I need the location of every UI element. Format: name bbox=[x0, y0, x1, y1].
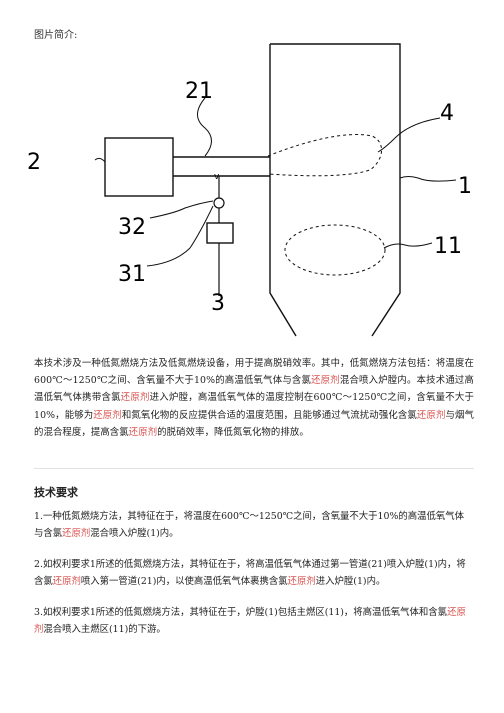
text-run: 进入炉膛，高温低氧气体的温度控制在600℃～1250℃之间，含氧量不大于10%，… bbox=[34, 392, 474, 421]
text-run: 进入炉膛(1)内。 bbox=[315, 576, 386, 587]
text-run: 1.一种低氮燃烧方法，其特征在于，将温度在600℃～1250℃之间，含氧量不大于… bbox=[34, 511, 465, 539]
section-divider bbox=[34, 468, 474, 469]
text-run: 与烟气的混合程度，提高含氯 bbox=[34, 409, 474, 438]
abstract-paragraph: 本技术涉及一种低氮燃烧方法及低氮燃烧设备，用于提高脱硝效率。其中，低氮燃烧方法包… bbox=[34, 355, 474, 441]
text-run: 2.如权利要求1所述的低氮燃烧方法，其特征在于，将高温低氧气体通过第一管道(21… bbox=[34, 559, 466, 587]
text-run: 的脱硝效率，降低氮氧化物的排放。 bbox=[157, 426, 309, 438]
reductant-term: 还原剂 bbox=[52, 576, 81, 587]
claim-1: 1.一种低氮燃烧方法，其特征在于，将温度在600℃～1250℃之间，含氧量不大于… bbox=[34, 508, 466, 542]
label-4: 4 bbox=[440, 101, 454, 126]
box-2 bbox=[104, 137, 174, 197]
reductant-term: 还原剂 bbox=[62, 528, 91, 539]
label-31: 31 bbox=[118, 262, 146, 287]
label-1: 1 bbox=[458, 174, 472, 199]
reductant-term: 还原剂 bbox=[93, 409, 122, 421]
claim-2: 2.如权利要求1所述的低氮燃烧方法，其特征在于，将高温低氧气体通过第一管道(21… bbox=[34, 556, 466, 590]
furnace-outline bbox=[269, 43, 401, 337]
reductant-term: 还原剂 bbox=[311, 375, 340, 387]
label-3: 3 bbox=[211, 291, 225, 316]
pump-32 bbox=[213, 197, 225, 209]
label-32: 32 bbox=[118, 215, 146, 240]
text-run: 和氮氧化物的反应提供合适的温度范围，且能够通过气流扰动强化含氯 bbox=[121, 409, 417, 421]
region-11 bbox=[284, 224, 386, 276]
svg-text:v: v bbox=[214, 172, 220, 182]
patent-figure: v 21 4 2 1 32 11 31 3 bbox=[27, 43, 472, 337]
text-run: 喷入第一管道(21)内，以使高温低氧气体裹携含氯 bbox=[80, 576, 288, 587]
claims-title: 技术要求 bbox=[34, 486, 78, 499]
label-11: 11 bbox=[434, 234, 462, 259]
text-run: 混合喷入炉膛内。本技术通过高温低氧气体携带含氯 bbox=[34, 375, 474, 404]
intro-label: 图片简介: bbox=[34, 30, 78, 41]
reductant-term: 还原剂 bbox=[416, 409, 446, 421]
text-run: 混合喷入炉膛(1)内。 bbox=[90, 528, 179, 539]
label-21: 21 bbox=[185, 79, 213, 104]
text-run: 混合喷入主燃区(11)的下游。 bbox=[43, 624, 166, 635]
reductant-term: 还原剂 bbox=[128, 426, 158, 438]
text-run: 本技术涉及一种低氮燃烧方法及低氮燃烧设备，用于提高脱硝效率。其中，低氮燃烧方法包… bbox=[34, 358, 474, 387]
reductant-term: 还原剂 bbox=[120, 392, 150, 404]
reductant-term: 还原剂 bbox=[287, 576, 316, 587]
region-4 bbox=[267, 133, 382, 177]
text-run: 3.如权利要求1所述的低氮燃烧方法，其特征在于，炉膛(1)包括主燃区(11)，将… bbox=[34, 607, 448, 618]
label-2: 2 bbox=[27, 150, 41, 175]
box-3 bbox=[206, 222, 234, 244]
claim-3: 3.如权利要求1所述的低氮燃烧方法，其特征在于，炉膛(1)包括主燃区(11)，将… bbox=[34, 604, 466, 638]
reductant-term: 还原剂 bbox=[34, 607, 466, 635]
